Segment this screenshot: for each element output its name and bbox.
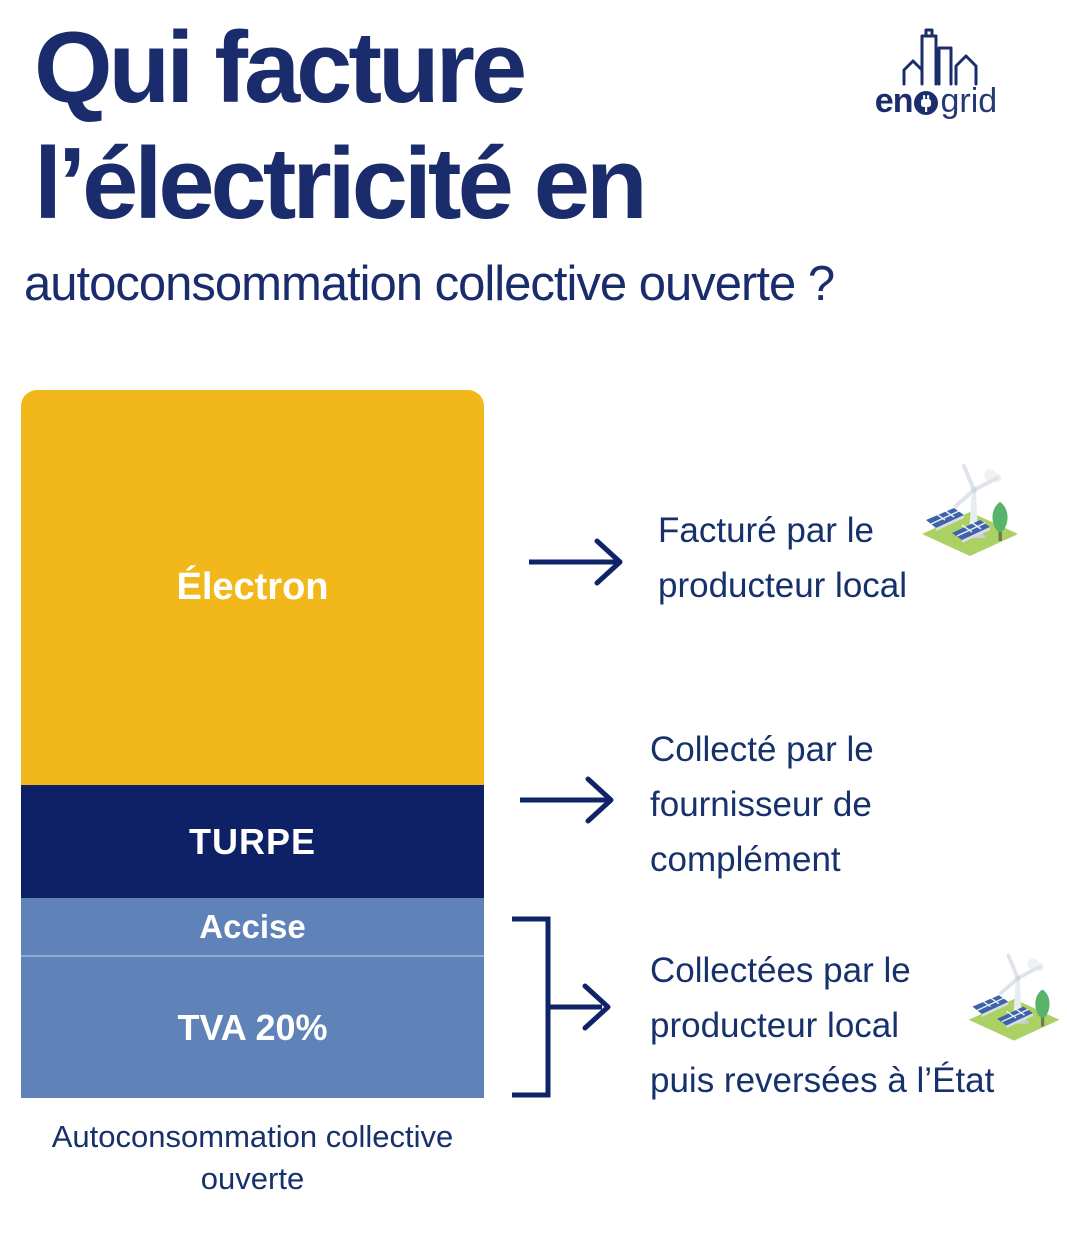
page-title-line1: Qui facture — [34, 12, 527, 124]
annotation-taxes: Collectées par le producteur local puis … — [650, 943, 994, 1108]
annotation-line: fournisseur de — [650, 785, 872, 824]
solar-wind-farm-icon — [968, 953, 1060, 1041]
brand-wordmark: en grid — [856, 82, 1016, 121]
bar-segment-turpe: TURPE — [21, 785, 484, 898]
bar-segment-tva: TVA 20% — [21, 957, 484, 1098]
arrow-right-icon — [529, 538, 623, 586]
annotation-line: Collecté par le — [650, 730, 874, 769]
annotation-line: Collectées par le — [650, 951, 911, 990]
arrow-right-icon — [520, 776, 614, 824]
annotation-line: Facturé par le — [658, 511, 874, 550]
plug-o-icon — [914, 90, 939, 115]
bracket-arrow-icon — [512, 916, 611, 1098]
annotation-turpe: Collecté par le fournisseur de complémen… — [650, 722, 874, 887]
segment-label-tva: TVA 20% — [177, 1006, 328, 1048]
annotation-electron: Facturé par le producteur local — [658, 503, 907, 613]
city-skyline-icon — [902, 28, 978, 86]
annotation-line: complément — [650, 840, 841, 879]
stacked-bar: Électron TURPE Accise TVA 20% — [21, 390, 484, 1098]
brand-text-bold: en — [874, 82, 914, 120]
segment-label-turpe: TURPE — [188, 820, 316, 862]
enogrid-logo: en grid — [856, 26, 1016, 121]
brand-text-light: grid — [940, 82, 998, 120]
segment-label-electron: Électron — [176, 566, 329, 608]
page-title: Qui facture l’électricité en — [34, 10, 648, 242]
bar-caption: Autoconsommation collective ouverte — [51, 1119, 454, 1196]
segment-label-accise: Accise — [199, 907, 306, 945]
bar-segment-electron: Électron — [21, 390, 484, 785]
annotation-line: puis reversées à l’État — [650, 1061, 995, 1100]
page-title-line2: l’électricité en — [34, 128, 648, 240]
annotation-line: producteur local — [658, 566, 908, 605]
page-subtitle: autoconsommation collective ouverte ? — [24, 257, 835, 311]
annotation-line: producteur local — [650, 1006, 900, 1045]
solar-wind-farm-icon — [922, 464, 1018, 556]
bar-segment-accise: Accise — [21, 898, 484, 957]
